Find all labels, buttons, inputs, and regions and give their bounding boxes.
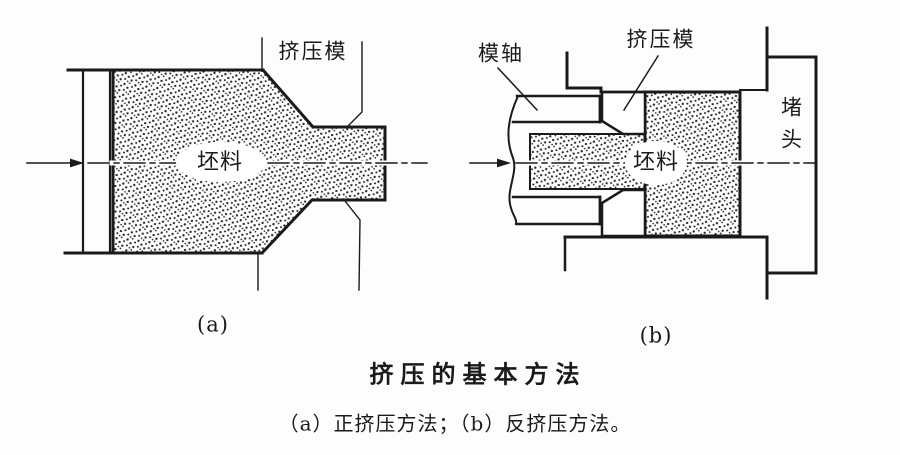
die-outline-top-right-a — [347, 41, 363, 127]
press-arrow-head-a — [70, 158, 84, 168]
container-top-left-b — [565, 51, 603, 94]
press-arrow-head-b — [497, 158, 511, 168]
die-label-a: 挤压模 — [278, 39, 348, 64]
diagram-b — [469, 26, 818, 300]
subcaption-b: (b) — [639, 323, 673, 348]
plug-outline-b — [765, 55, 818, 275]
die-bottom-b — [600, 188, 647, 238]
figure-title: 挤压的基本方法 — [369, 359, 587, 389]
subcaption-a: (a) — [197, 312, 229, 337]
die-top-b — [600, 90, 647, 136]
billet-label-b: 坯料 — [632, 150, 680, 175]
mandrel-top-wall-b — [511, 94, 602, 124]
billet-label-a: 坯料 — [196, 150, 244, 175]
die-label-b: 挤压模 — [626, 27, 696, 52]
die-outline-bottom-right-a — [344, 200, 361, 291]
mandrel-bottom-wall-b — [511, 195, 602, 226]
mandrel-break-line-b — [507, 94, 520, 226]
billet-label-halo-b — [625, 141, 687, 185]
plug-label-b: 堵头 — [778, 96, 803, 160]
mandrel-leader-line-b — [496, 66, 539, 112]
billet-label-halo-a — [176, 142, 266, 182]
diagram-a — [26, 37, 428, 291]
mandrel-label-b: 模轴 — [478, 41, 524, 66]
figure-caption: （a）正挤压方法；（b）反挤压方法。 — [278, 411, 632, 436]
die-leader-line-b — [622, 54, 660, 112]
